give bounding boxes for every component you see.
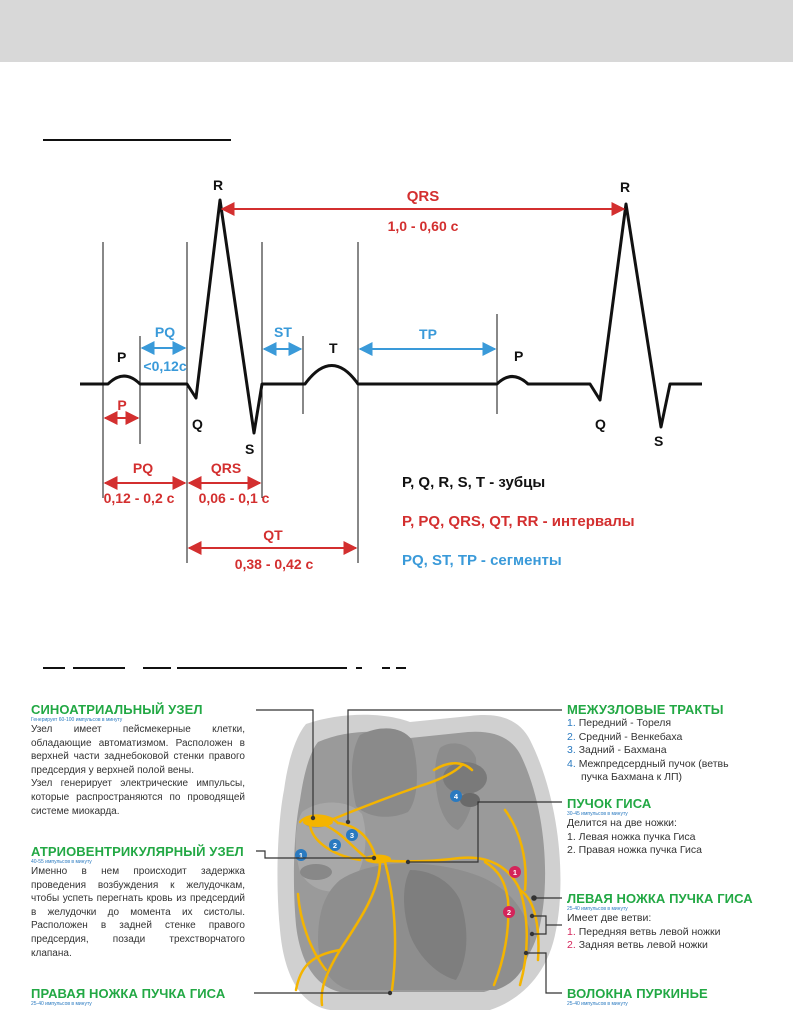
pq-segment-value: <0,12с xyxy=(143,358,186,374)
ecg-waveform xyxy=(80,198,702,435)
legend-waves: P, Q, R, S, T - зубцы xyxy=(402,474,545,491)
his-bundle-item: 2. Правая ножка пучка Гиса xyxy=(567,844,702,857)
right-bundle-rate: 25-40 импульсов в минуту xyxy=(31,1001,92,1007)
qt-interval-label: QT xyxy=(263,527,283,543)
st-segment-label: ST xyxy=(274,324,292,340)
ecg-guide-lines xyxy=(102,242,498,563)
left-bundle-intro: Имеет две ветви: xyxy=(567,912,652,924)
av-node-shape xyxy=(365,854,391,864)
purkinje-title: ВОЛОКНА ПУРКИНЬЕ xyxy=(567,986,708,1001)
av-node-annotation: АТРИОВЕНТРИКУЛЯРНЫЙ УЗЕЛ 40-55 импульсов… xyxy=(31,844,245,960)
pq-segment-label: PQ xyxy=(155,324,175,340)
tract-badge-2 xyxy=(329,839,341,851)
branch-badge-2 xyxy=(503,906,515,918)
heart-heading-underline-1 xyxy=(43,667,65,669)
sa-node-text-2: Узел генерирует электрические импульсы, … xyxy=(31,778,245,817)
left-bundle-annotation: ЛЕВАЯ НОЖКА ПУЧКА ГИСА 25-40 импульсов в… xyxy=(567,891,787,953)
tract-item: 2. Средний - Венкебаха xyxy=(567,730,683,743)
av-node-text: Именно в нем происходит задержка проведе… xyxy=(31,866,245,959)
ecg-label-q2: Q xyxy=(595,416,606,432)
heart-heading-underline-3 xyxy=(143,667,171,669)
left-bundle-title: ЛЕВАЯ НОЖКА ПУЧКА ГИСА xyxy=(567,891,753,906)
ecg-heading-underline xyxy=(43,139,231,141)
heart-heading-underline-5 xyxy=(356,667,362,669)
heart-heading-underline-2 xyxy=(73,667,125,669)
ecg-label-q1: Q xyxy=(192,416,203,432)
qt-interval-value: 0,38 - 0,42 с xyxy=(235,556,314,572)
branch-badge-2-num: 2 xyxy=(507,908,511,917)
tract-badge-1-num: 1 xyxy=(299,851,303,860)
tracts-title: МЕЖУЗЛОВЫЕ ТРАКТЫ xyxy=(567,702,724,717)
ecg-label-p1: P xyxy=(117,349,126,365)
legend-intervals: P, PQ, QRS, QT, RR - интервалы xyxy=(402,513,635,530)
his-bundle-annotation: ПУЧОК ГИСА 30-45 импульсов в минуту Дели… xyxy=(567,796,787,858)
tract-item: 3. Задний - Бахмана xyxy=(567,744,667,757)
leader-dots xyxy=(310,815,537,996)
his-bundle-title: ПУЧОК ГИСА xyxy=(567,796,652,811)
tract-item-continuation: пучка Бахмана к ЛП) xyxy=(581,771,683,784)
heart-heading-underline-6 xyxy=(382,667,390,669)
tract-item: 4. Межпредсердный пучок (ветвь xyxy=(567,757,729,770)
purkinje-rate: 25-40 импульсов в минуту xyxy=(567,1001,628,1007)
qrs-interval-label: QRS xyxy=(211,460,241,476)
heart-heading-underline-4 xyxy=(177,667,347,669)
ecg-label-p2: P xyxy=(514,348,523,364)
left-bundle-item: 1. Передняя ветвь левой ножки xyxy=(567,925,721,938)
his-bundle-rate: 30-45 импульсов в минуту xyxy=(567,811,628,817)
right-bundle-annotation: ПРАВАЯ НОЖКА ПУЧКА ГИСА 25-40 импульсов … xyxy=(31,986,261,1007)
legend-segments: PQ, ST, TP - сегменты xyxy=(402,552,562,569)
ecg-label-r1: R xyxy=(213,177,223,193)
tract-badge-3-num: 3 xyxy=(350,831,354,840)
tract-badge-2-num: 2 xyxy=(333,841,337,850)
heart-heading-underline-7 xyxy=(396,667,406,669)
sa-node-annotation: СИНОАТРИАЛЬНЫЙ УЗЕЛ Генерирует 60-100 им… xyxy=(31,702,245,818)
qrs-top-value: 1,0 - 0,60 с xyxy=(388,218,459,234)
branch-badge-1-num: 1 xyxy=(513,868,517,877)
sa-node-text-1: Узел имеет пейсмекерные клетки, обладающ… xyxy=(31,724,245,776)
sa-node-title: СИНОАТРИАЛЬНЫЙ УЗЕЛ xyxy=(31,702,203,717)
pq-interval-value: 0,12 - 0,2 с xyxy=(104,490,175,506)
left-bundle-item: 2. Задняя ветвь левой ножки xyxy=(567,939,708,952)
ecg-label-s1: S xyxy=(245,441,254,457)
sa-node-rate: Генерирует 60-100 импульсов в минуту xyxy=(31,717,123,723)
qrs-top-label: QRS xyxy=(407,188,440,205)
av-node-rate: 40-55 импульсов в минуту xyxy=(31,859,92,865)
tract-badge-4-num: 4 xyxy=(454,792,459,801)
tract-badge-4 xyxy=(450,790,462,802)
purkinje-annotation: ВОЛОКНА ПУРКИНЬЕ 25-40 импульсов в минут… xyxy=(567,986,787,1007)
ecg-label-s2: S xyxy=(654,433,663,449)
pq-interval-label: PQ xyxy=(133,460,153,476)
right-bundle-title: ПРАВАЯ НОЖКА ПУЧКА ГИСА xyxy=(31,986,226,1001)
ecg-diagram: R R P P Q Q S S T QRS 1,0 - 0,60 с PQ <0… xyxy=(80,177,702,572)
ecg-label-r2: R xyxy=(620,179,630,195)
his-bundle-item: 1. Левая ножка пучка Гиса xyxy=(567,830,696,843)
branch-badge-1 xyxy=(509,866,521,878)
leader-lines xyxy=(254,709,562,994)
his-bundle-intro: Делится на две ножки: xyxy=(567,817,677,829)
left-bundle-rate: 25-40 импульсов в минуту xyxy=(567,906,628,912)
ecg-label-t: T xyxy=(329,340,338,356)
av-node-title: АТРИОВЕНТРИКУЛЯРНЫЙ УЗЕЛ xyxy=(31,844,244,859)
tract-item: 1. Передний - Тореля xyxy=(567,717,672,729)
p-interval-label: P xyxy=(117,397,126,413)
sa-node-shape xyxy=(303,817,333,827)
tp-segment-label: TP xyxy=(419,326,437,342)
qrs-interval-value: 0,06 - 0,1 с xyxy=(199,490,270,506)
top-header-bar xyxy=(0,0,793,62)
tract-badge-3 xyxy=(346,829,358,841)
tracts-annotation: МЕЖУЗЛОВЫЕ ТРАКТЫ 1. Передний - Тореля 2… xyxy=(567,702,787,785)
